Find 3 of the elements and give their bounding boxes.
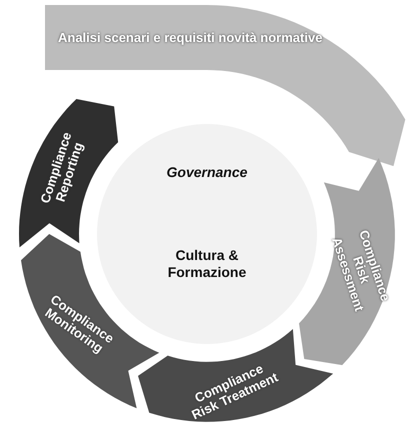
center-label: Governance bbox=[166, 164, 248, 180]
step-label: Analisi scenari e requisiti novità normative bbox=[58, 31, 322, 45]
center-label: Cultura & Formazione bbox=[166, 247, 248, 281]
